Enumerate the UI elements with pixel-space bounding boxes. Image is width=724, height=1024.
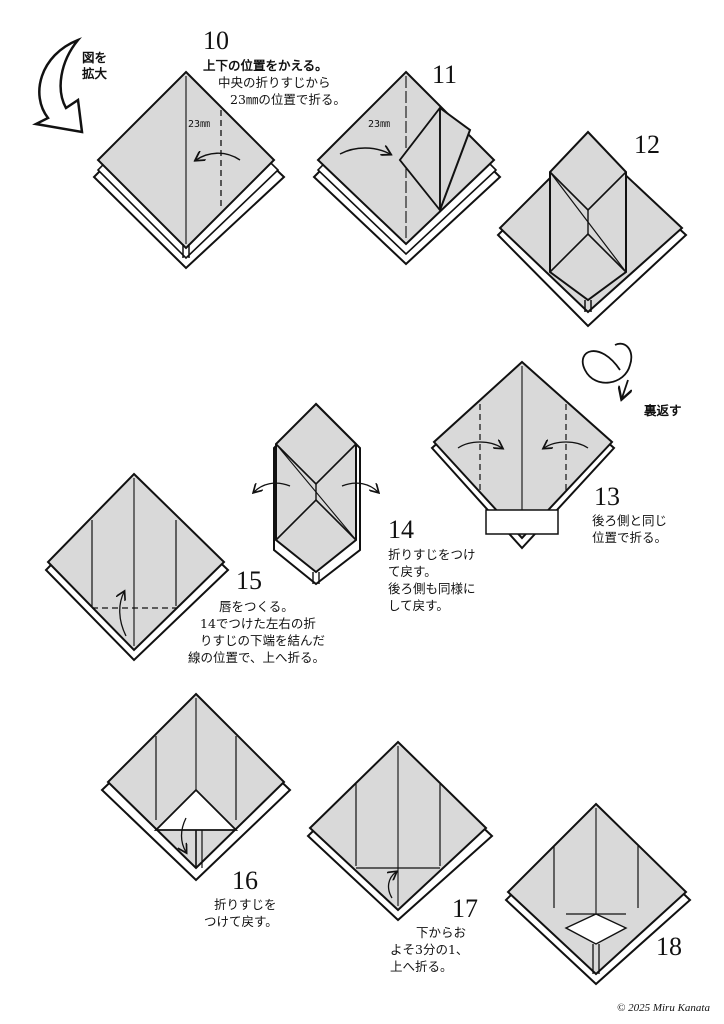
step11-diagram: [312, 70, 502, 266]
step12-number: 12: [634, 130, 660, 159]
step10-title: 上下の位置をかえる。: [203, 58, 328, 73]
step18-number: 18: [656, 932, 682, 961]
step15-number: 15: [236, 566, 262, 595]
step10-number: 10: [203, 26, 229, 55]
step13-diagram: [430, 360, 616, 550]
step15-diagram: [44, 472, 230, 662]
step14-diagram: [254, 402, 378, 586]
step17-diagram: [306, 740, 494, 922]
step16-caption-line2: つけて戻す。: [204, 914, 278, 929]
step13-caption-line1: 後ろ側と同じ: [592, 513, 668, 528]
step18-diagram: [504, 802, 692, 986]
step10-caption-line1: 中央の折りすじから: [218, 75, 331, 90]
step14-caption-line2: て戻す。: [388, 564, 437, 579]
step17-caption-line3: 上へ折る。: [390, 959, 453, 974]
step14-number: 14: [388, 515, 414, 544]
step11-dimension-label: 23㎜: [368, 119, 391, 130]
step13-number: 13: [594, 482, 620, 511]
step10-diagram: [92, 70, 286, 270]
step17-number: 17: [452, 894, 478, 923]
zoom-arrow-icon: [32, 37, 84, 134]
copyright-text: © 2025 Miru Kanata: [616, 1002, 710, 1014]
zoom-label-line1: 図を: [82, 50, 108, 65]
step14-caption-line4: して戻す。: [388, 598, 449, 613]
step12-diagram: [496, 130, 688, 328]
step14-caption-line3: 後ろ側も同様に: [388, 581, 476, 596]
step10-dimension-label: 23㎜: [188, 119, 211, 130]
step10-caption-line2: 23㎜の位置で折る。: [230, 92, 346, 107]
step13-caption-line2: 位置で折る。: [592, 530, 668, 545]
step11-number: 11: [432, 60, 458, 89]
step16-number: 16: [232, 866, 258, 895]
step17-caption-line1: 下からお: [416, 925, 467, 940]
step15-caption-line2: 14でつけた左右の折: [200, 616, 316, 631]
step16-caption-line1: 折りすじを: [214, 897, 277, 912]
step15-caption-line4: 線の位置で、上へ折る。: [188, 650, 326, 665]
step16-diagram: [100, 692, 292, 882]
flip-loop-icon: [581, 342, 632, 398]
step15-caption-line1: 唇をつくる。: [219, 599, 294, 614]
step15-caption-line3: りすじの下端を結んだ: [200, 633, 326, 648]
zoom-label-line2: 拡大: [82, 66, 108, 81]
step17-caption-line2: よそ3分の1、: [390, 942, 469, 957]
step14-caption-line1: 折りすじをつけ: [388, 547, 476, 562]
flip-label: 裏返す: [644, 403, 682, 418]
